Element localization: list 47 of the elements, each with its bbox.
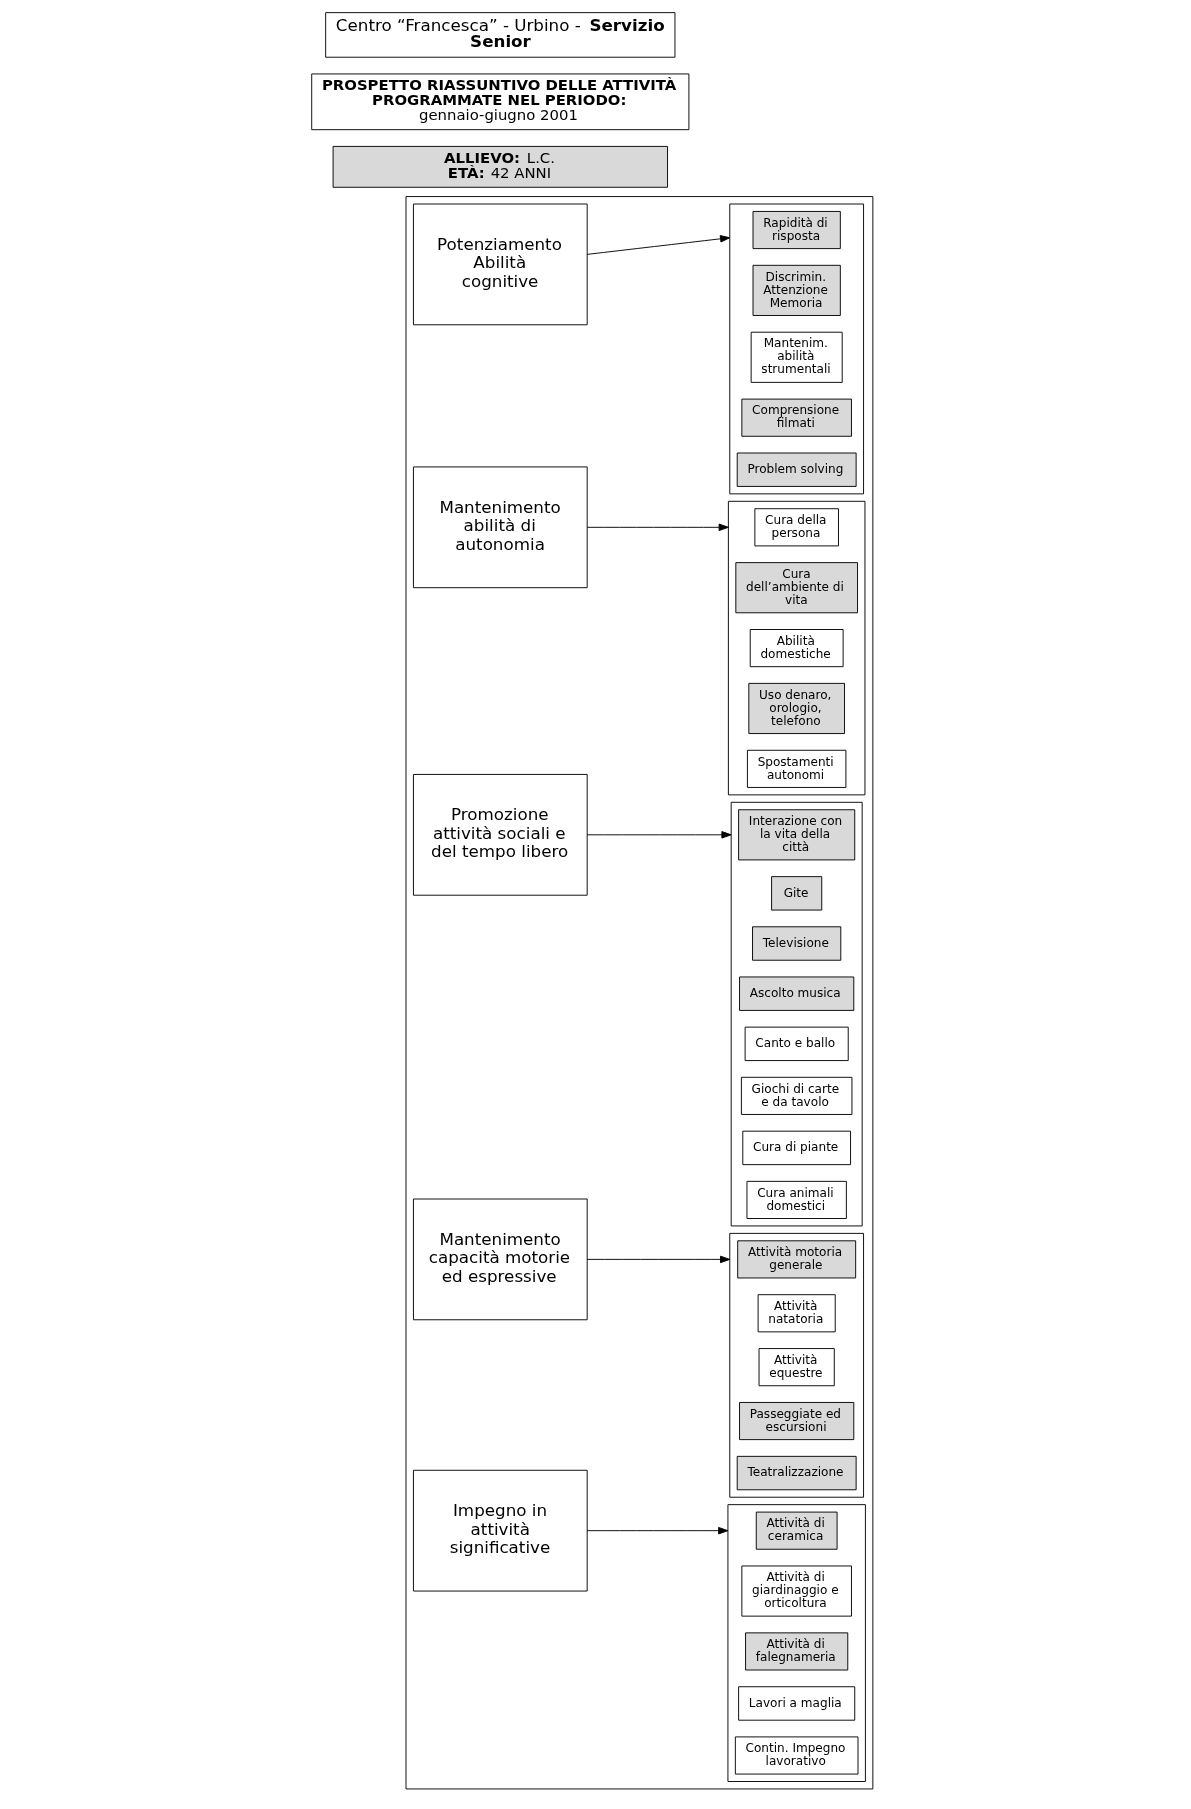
node-box: Problem solving — [736, 452, 857, 487]
node-box: Cura dell’ambiente di vita — [734, 562, 858, 614]
node-box: Mantenim. abilità strumentali — [750, 331, 843, 383]
node-box: Potenziamento Abilità cognitive — [412, 203, 588, 326]
node-box: Mantenimento abilità di autonomia — [412, 466, 588, 589]
node-box: Canto e ballo — [744, 1026, 849, 1062]
node-box: Spostamenti autonomi — [746, 749, 846, 788]
node-box: Gite — [770, 876, 822, 911]
node-box: Attività equestre — [758, 1348, 835, 1387]
node-box: Promozione attività sociali e del tempo libero — [412, 773, 588, 896]
node-box: Attività motoria generale — [736, 1240, 856, 1279]
cluster — [728, 1232, 864, 1498]
arrow — [586, 523, 729, 532]
cluster — [405, 196, 873, 1790]
node-box: Comprensione filmati — [740, 398, 852, 437]
node-box: Giochi di carte e da tavolo — [740, 1076, 852, 1115]
node-box: Impegno in attività significative — [412, 1469, 588, 1592]
node-box: Cura della persona — [753, 508, 839, 547]
node-box: ALLIEVO: L.C. ETÀ: 42 ANNI — [332, 145, 668, 188]
cluster — [728, 203, 864, 495]
node-box: Passeggiate ed escursioni — [738, 1402, 854, 1441]
node-box: Contin. Impegno lavorativo — [734, 1736, 858, 1775]
node-box: Attività natatoria — [757, 1294, 836, 1333]
node-box: Discrimin. Attenzione Memoria — [752, 264, 841, 316]
node-box: Cura animali domestici — [746, 1180, 847, 1219]
node-box: Uso denaro, orologio, telefono — [747, 682, 845, 735]
node-box: Rapidità di risposta — [752, 210, 841, 250]
cluster — [726, 1504, 866, 1782]
node-box: Attività di falegnameria — [744, 1632, 848, 1671]
arrow — [586, 235, 730, 255]
node-box: Attività di giardinaggio e orticoltura — [740, 1565, 852, 1617]
node-box: Mantenimento capacità motorie ed espressive — [412, 1198, 588, 1321]
node-box: Lavori a maglia — [737, 1686, 855, 1721]
cluster — [730, 801, 863, 1227]
node-box: Attività di ceramica — [755, 1511, 838, 1550]
arrow — [586, 1526, 728, 1535]
node-box: Teatralizzazione — [736, 1455, 857, 1491]
arrow — [586, 831, 732, 839]
cluster — [727, 500, 865, 796]
arrow — [586, 1255, 730, 1264]
node-box: PROSPETTO RIASSUNTIVO DELLE ATTIVITÀ PROGRAMMATE NEL PERIODO: gennaio-giugno 2001 — [310, 73, 689, 131]
node-box: Ascolto musica — [738, 976, 854, 1011]
node-box: Centro “Francesca” - Urbino - Servizio Senior — [324, 12, 675, 58]
node-box: Cura di piante — [741, 1130, 851, 1166]
node-box: Abilità domestiche — [749, 629, 844, 668]
node-box: Interazione con la vita della città — [737, 809, 855, 861]
node-box: Televisione — [751, 926, 841, 961]
